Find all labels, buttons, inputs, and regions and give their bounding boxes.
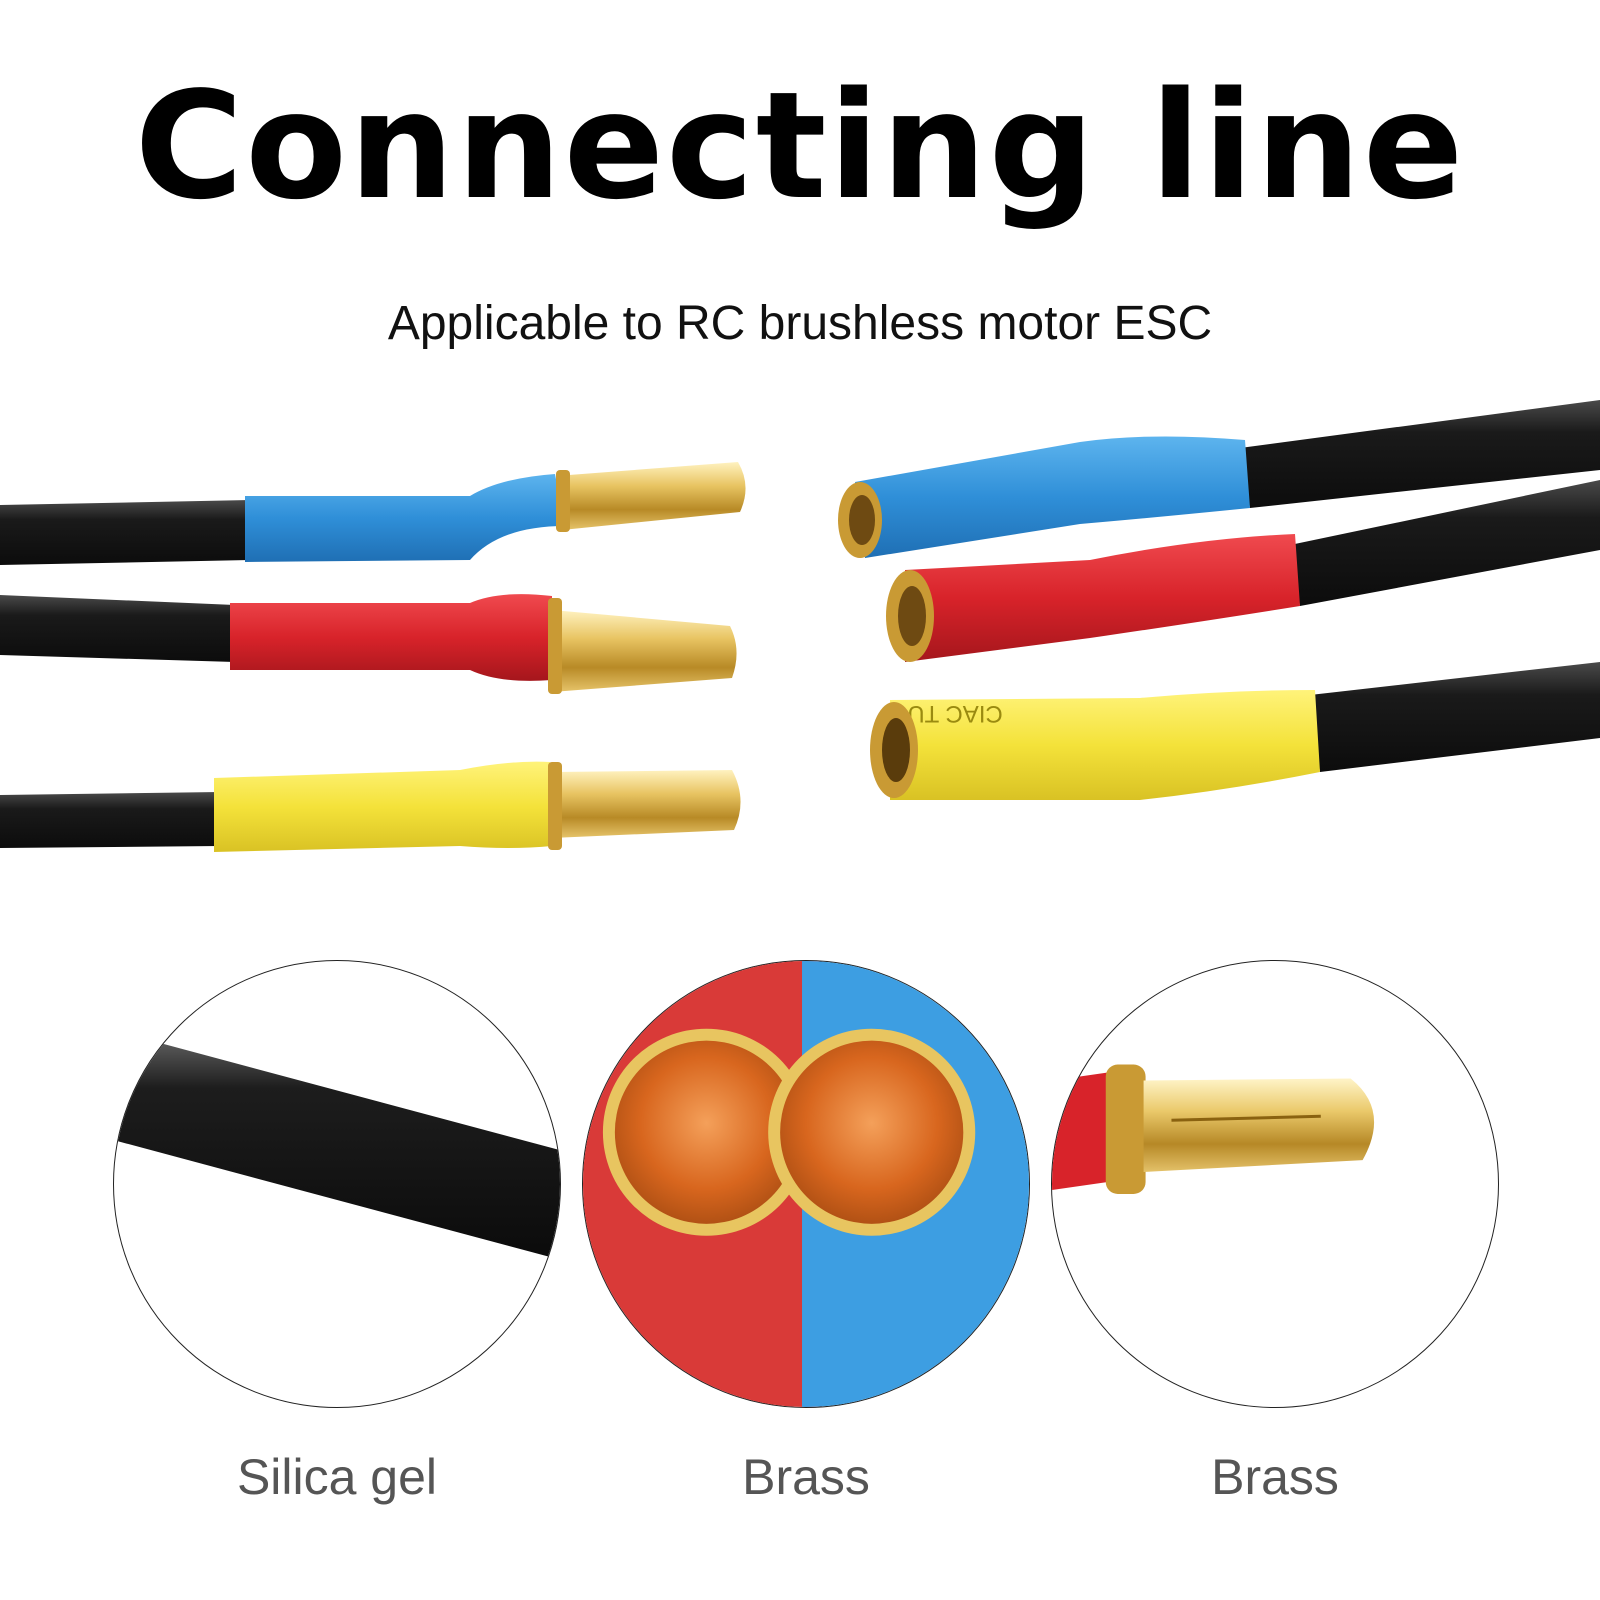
cable-closeup-icon [114,1030,560,1260]
detail-label-cable: Silica gel [236,1449,438,1505]
page-subtitle: Applicable to RC brushless motor ESC [387,297,1213,350]
detail-label-sockets: Brass [742,1449,870,1505]
detail-circle-sockets [582,960,1030,1408]
female-connector-blue [838,400,1600,558]
yellow-sleeve-print: CIAC TU [907,700,1003,727]
female-connector-red [886,480,1600,662]
brass-pin-closeup-icon [1052,1064,1375,1194]
cable-connectors-photo: CIAC TU [0,400,1600,852]
detail-circle-pin [1051,960,1499,1408]
detail-circle-cable [113,960,561,1408]
male-connector-yellow [0,761,741,852]
detail-label-pin: Brass [1211,1449,1339,1505]
male-connector-blue [0,462,746,565]
male-connector-red [0,594,737,694]
page-title: Connecting line [134,60,1466,232]
brass-sockets-closeup-icon [583,961,1029,1407]
female-connector-yellow: CIAC TU [870,662,1600,800]
